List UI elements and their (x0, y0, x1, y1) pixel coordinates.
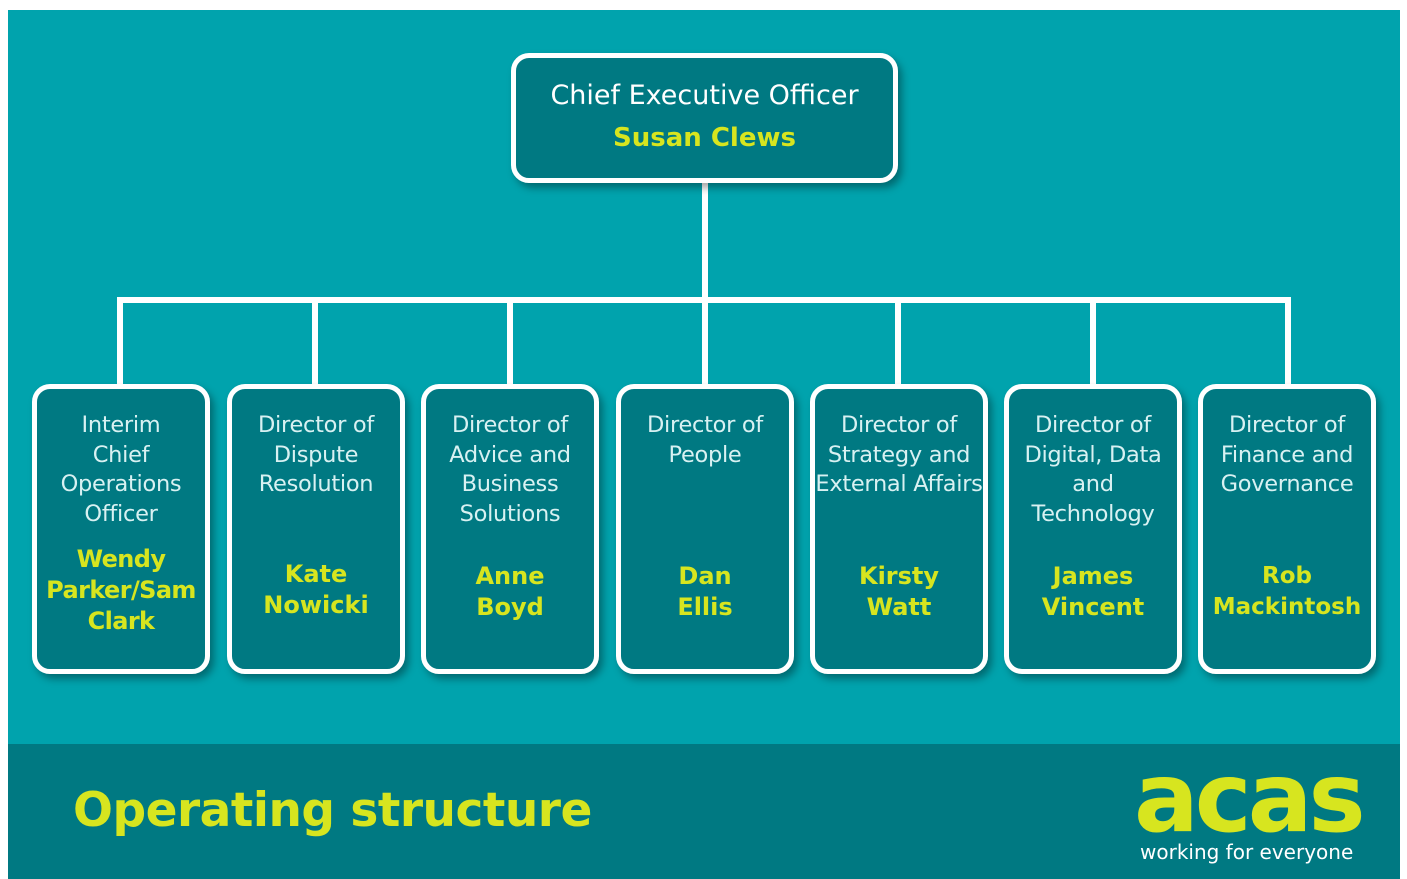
director-name: Dan Ellis (677, 562, 733, 621)
director-box-7: Director of Finance and Governance Rob M… (1198, 384, 1376, 674)
director-role: Director of People (647, 412, 763, 468)
director-name: Anne Boyd (475, 562, 545, 621)
director-box-6: Director of Digital, Data and Technology… (1004, 384, 1182, 674)
ceo-role: Chief Executive Officer (550, 80, 859, 111)
director-box-3: Director of Advice and Business Solution… (421, 384, 599, 674)
director-role: Director of Advice and Business Solution… (449, 412, 571, 527)
footer-band (8, 744, 1400, 879)
director-box-2: Director of Dispute Resolution Kate Nowi… (227, 384, 405, 674)
director-role: Director of Dispute Resolution (258, 412, 374, 497)
director-name: Wendy Parker/Sam Clark (46, 545, 196, 635)
director-name: Rob Mackintosh (1212, 563, 1362, 620)
acas-logo: acas (1134, 742, 1366, 854)
page-title: Operating structure (73, 783, 592, 838)
director-name: Kirsty Watt (858, 562, 940, 621)
director-role: Director of Strategy and External Affair… (815, 412, 983, 497)
logo-tagline: working for everyone (1140, 840, 1354, 864)
director-role: Director of Finance and Governance (1220, 412, 1354, 497)
director-role: Director of Digital, Data and Technology (1024, 412, 1162, 527)
director-box-4: Director of People Dan Ellis (616, 384, 794, 674)
director-name: Kate Nowicki (263, 560, 369, 619)
ceo-box: Chief Executive Officer Susan Clews (511, 53, 898, 183)
director-box-5: Director of Strategy and External Affair… (810, 384, 988, 674)
director-role: Interim Chief Operations Officer (60, 412, 182, 527)
ceo-name: Susan Clews (613, 123, 796, 153)
director-box-1: Interim Chief Operations Officer Wendy P… (32, 384, 210, 674)
director-name: James Vincent (1041, 562, 1145, 621)
